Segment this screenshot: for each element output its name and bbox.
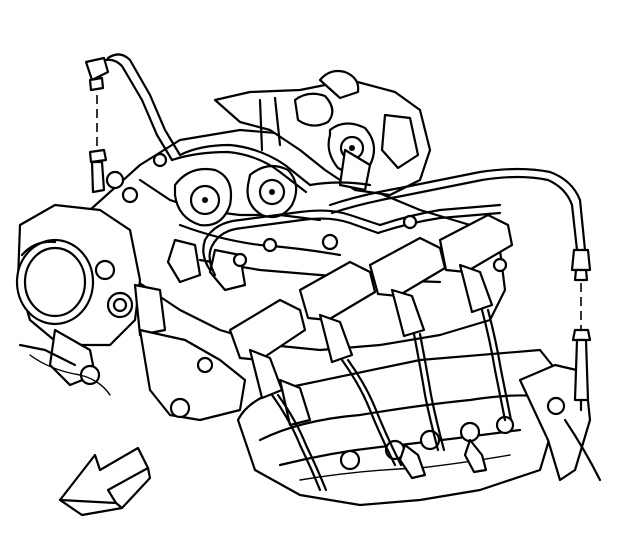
front-direction-arrow (58, 446, 152, 517)
fasteners (105, 145, 508, 273)
front-cover-bracket (18, 328, 247, 422)
exhaust-manifold (518, 363, 602, 482)
ignition-coils (228, 213, 514, 427)
spark-plug-wires (270, 308, 513, 492)
vapor-hose-right (308, 167, 592, 412)
vacuum-tube-top (84, 53, 312, 194)
engine-block (236, 348, 562, 507)
